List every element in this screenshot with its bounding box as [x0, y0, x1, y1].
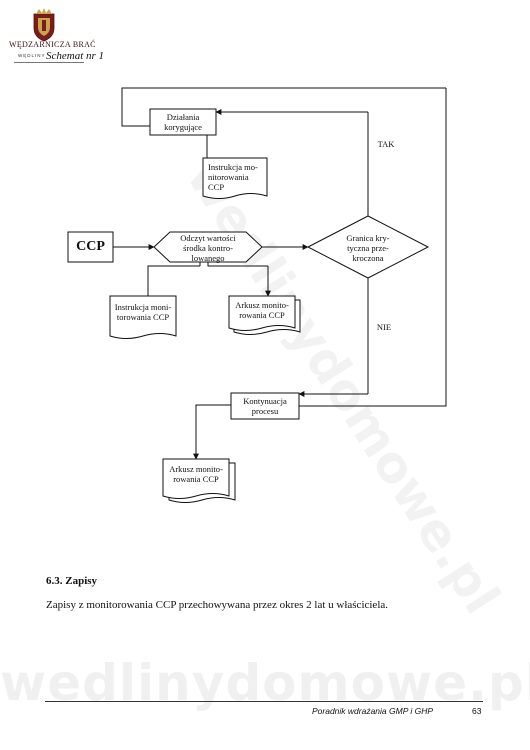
- sheet-bottom-doc: [162, 458, 230, 499]
- brand-name: WĘDZARNICZA BRAĆ: [9, 40, 96, 49]
- instruction-top-doc: [202, 157, 268, 199]
- section-heading: 6.3. Zapisy: [46, 575, 98, 587]
- body-paragraph: Zapisy z monitorowania CCP przechowywana…: [46, 599, 389, 611]
- yes-label: TAK: [377, 139, 395, 149]
- ccp-label: CCP: [76, 239, 105, 254]
- critical-limit-label: Granica kry-tyczna prze-kroczona: [346, 233, 390, 263]
- no-label: NIE: [376, 322, 392, 332]
- corrective-actions-box: [149, 108, 217, 136]
- scheme-title: Schemat nr 1: [46, 50, 105, 62]
- brand-crest-logo: [33, 8, 55, 42]
- critical-limit-diamond: [306, 215, 430, 279]
- continue-process-box: [230, 392, 300, 420]
- instruction-bottom-label: Instrukcja moni-torowania CCP: [114, 302, 172, 322]
- bottom-watermark: wedlinydomowe.pl: [0, 654, 530, 712]
- sheet-middle-label: Arkusz monito-rowania CCP: [235, 300, 289, 320]
- reading-hexagon: [153, 231, 263, 263]
- footer-title: Poradnik wdrażania GMP i GHP: [312, 706, 434, 716]
- brand-subtitle: WĘDLINY: [18, 53, 46, 58]
- sheet-bottom-label: Arkusz monito-rowania CCP: [169, 464, 223, 484]
- sheet-middle-doc: [228, 295, 296, 331]
- instruction-bottom-doc: [109, 295, 177, 339]
- ccp-box: [67, 231, 114, 263]
- footer-rule: [45, 701, 483, 702]
- header-rule: [14, 62, 84, 63]
- page-number: 63: [472, 706, 482, 716]
